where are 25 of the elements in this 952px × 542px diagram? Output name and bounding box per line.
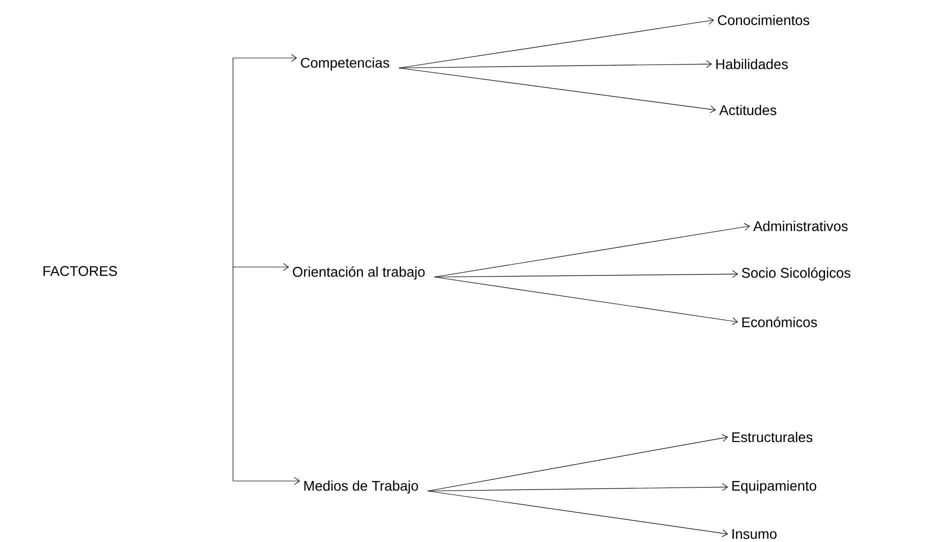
- arrow: [428, 483, 728, 492]
- label-text: Orientación al trabajo: [292, 266, 425, 280]
- label-text: Actitudes: [719, 104, 776, 116]
- arrow: [434, 276, 738, 325]
- label-text: Insumo: [732, 529, 777, 539]
- label-text: Medios de Trabajo: [304, 480, 418, 494]
- label-text: Conocimientos: [718, 14, 810, 26]
- label-text: Estructurales: [732, 432, 812, 442]
- arrow: [428, 490, 728, 537]
- label-text: Administrativos: [753, 220, 848, 232]
- label-text: Socio Sicológicos: [742, 267, 850, 281]
- arrow: [434, 223, 750, 278]
- arrow: [398, 17, 714, 68]
- arrow: [428, 434, 728, 492]
- label-text: Equipamiento: [732, 480, 816, 494]
- arrow: [232, 477, 300, 485]
- label-text: Económicos: [742, 316, 817, 328]
- heading-text: FACTORES: [44, 266, 117, 276]
- arrow: [398, 68, 716, 114]
- arrow: [232, 263, 289, 271]
- label-text: Habilidades: [716, 58, 788, 70]
- label-text: Competencias: [300, 57, 390, 71]
- arrow: [232, 54, 297, 62]
- arrow: [398, 60, 712, 68]
- arrow: [434, 270, 738, 278]
